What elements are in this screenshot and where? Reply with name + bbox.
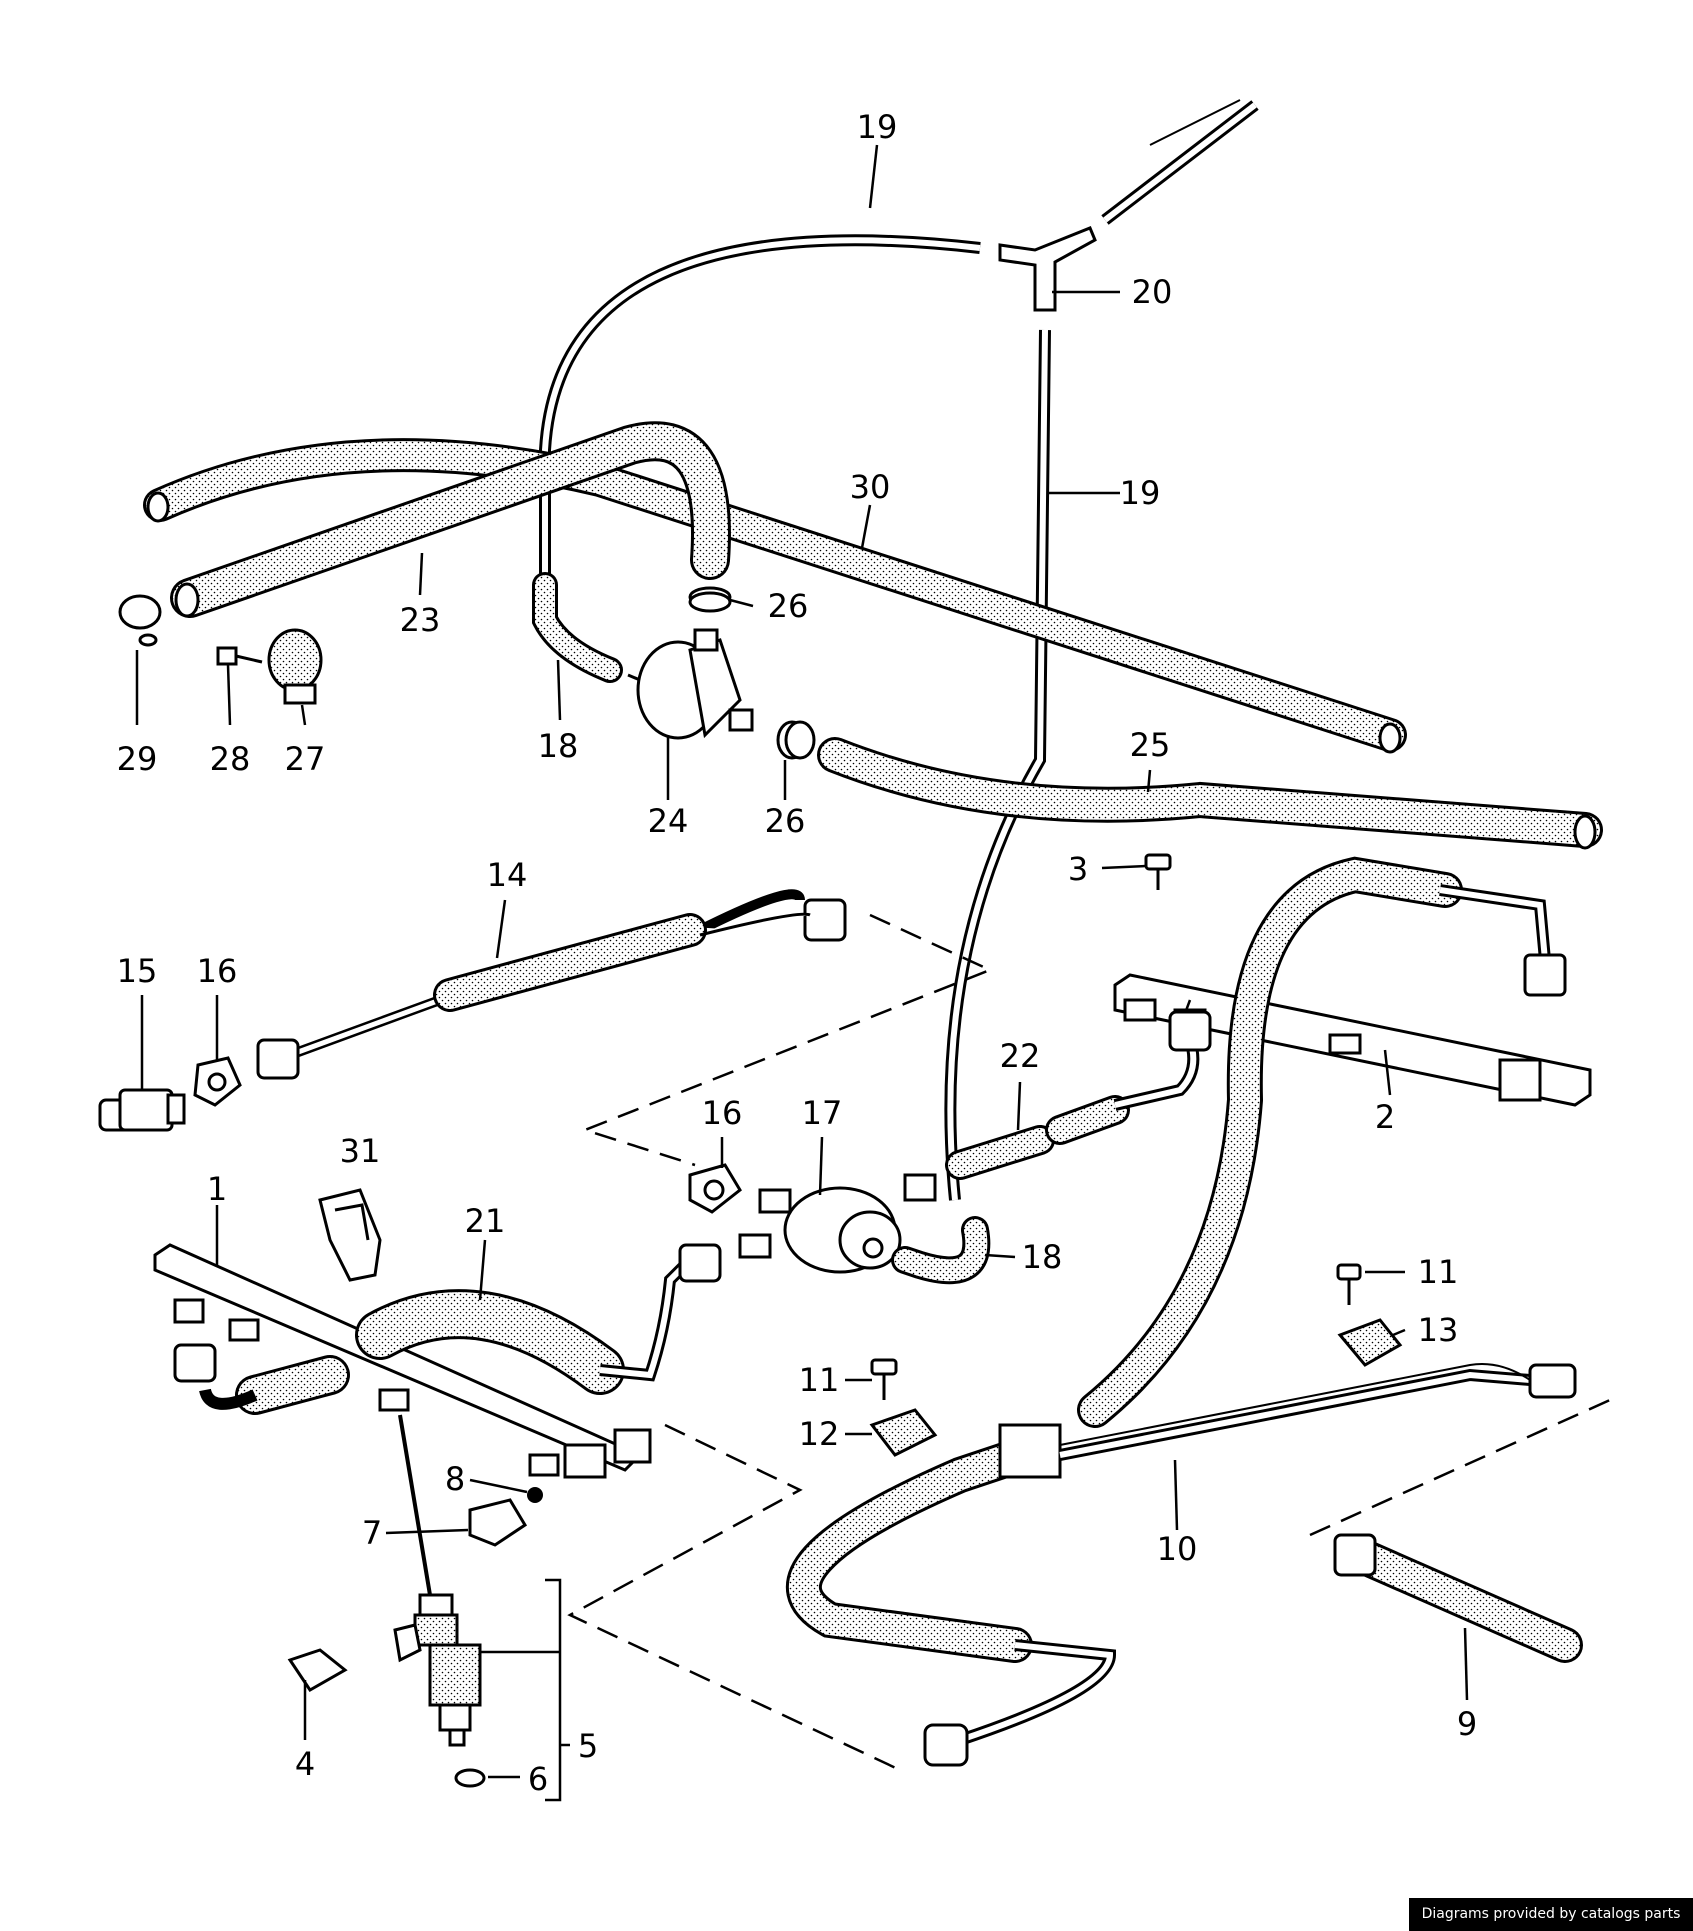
bolt-11-center: [870, 1358, 898, 1400]
callout-3: 3: [1068, 850, 1088, 888]
callout-21: 21: [465, 1202, 506, 1240]
hose-18-lower: [891, 1216, 991, 1285]
ball-8: [527, 1487, 543, 1503]
callout-28: 28: [210, 740, 251, 778]
pipe-21: [599, 1243, 722, 1382]
callout-22: 22: [1000, 1037, 1041, 1075]
callout-27: 27: [285, 740, 326, 778]
clamp-12: [869, 1408, 938, 1457]
callout-24: 24: [648, 802, 689, 840]
pipe-left: [173, 1343, 350, 1415]
fuel-line-9: [1333, 1533, 1583, 1663]
credit-banner: Diagrams provided by catalogs parts: [1409, 1898, 1693, 1931]
pressure-regulator-17: [738, 1173, 937, 1274]
leader-lines: [135, 144, 1469, 1779]
cap-7: [468, 1498, 528, 1547]
clamp-13: [1337, 1318, 1403, 1367]
fuel-injector-5: [393, 1414, 482, 1747]
callout-17: 17: [802, 1094, 843, 1132]
callout-13: 13: [1418, 1311, 1459, 1349]
nut-16-left: [193, 1056, 242, 1107]
hose-25: [817, 737, 1603, 850]
callout-18-upper: 18: [538, 727, 579, 765]
callout-11-center: 11: [799, 1361, 840, 1399]
callout-18-lower: 18: [1022, 1238, 1063, 1276]
t-junction: [998, 1423, 1062, 1479]
fuel-line-10: [1058, 1363, 1577, 1461]
callout-2: 2: [1375, 1098, 1395, 1136]
t-piece-20: [998, 226, 1097, 312]
fuel-line-14-nuts: [256, 898, 847, 1080]
hose-18-upper: [532, 572, 623, 683]
o-ring-6: [454, 1768, 486, 1788]
bracket-27: [267, 628, 323, 705]
callout-6: 6: [528, 1760, 548, 1798]
callout-12: 12: [799, 1415, 840, 1453]
hose-23: [170, 421, 731, 618]
callout-7: 7: [362, 1514, 382, 1552]
callout-10: 10: [1157, 1530, 1198, 1568]
callout-29: 29: [117, 740, 158, 778]
hose-10-pipe-top: [1439, 884, 1567, 997]
hose-10-pipe-lower: [923, 1639, 1117, 1767]
callout-23: 23: [400, 601, 441, 639]
callout-1: 1: [207, 1170, 227, 1208]
clamp-26-top: [688, 586, 732, 613]
hose-21: [355, 1289, 625, 1395]
callout-30: 30: [850, 468, 891, 506]
hose-10-lower: [785, 1437, 1038, 1663]
callout-15: 15: [117, 952, 158, 990]
vacuum-line-19-upper: [539, 234, 981, 575]
callout-26-top: 26: [768, 587, 809, 625]
fuel-rail-1: [153, 1243, 652, 1479]
fitting-15: [98, 1088, 186, 1132]
callout-4: 4: [295, 1745, 315, 1783]
nut-16-center: [688, 1163, 742, 1214]
clamp-26-lower: [776, 720, 816, 760]
fuel-line-14-hose: [433, 913, 707, 1012]
callout-20: 20: [1132, 273, 1173, 311]
callout-16-left: 16: [197, 952, 238, 990]
callout-labels: 1 2 3 4 5 6 7 8 9 10 11 11 12 13 14 15 1…: [117, 108, 1478, 1798]
bracket-5: [480, 1578, 570, 1802]
hose-22: [945, 1095, 1130, 1180]
callout-16-center: 16: [702, 1094, 743, 1132]
bolt-28: [216, 646, 263, 666]
pressure-regulator-24: [627, 628, 754, 740]
clip-4: [287, 1648, 348, 1692]
callout-25: 25: [1130, 726, 1171, 764]
callout-19-middle: 19: [1120, 474, 1161, 512]
callout-26-lower: 26: [765, 802, 806, 840]
callout-31: 31: [340, 1132, 381, 1170]
callout-14: 14: [487, 856, 528, 894]
callout-11-right: 11: [1418, 1253, 1459, 1291]
callout-9: 9: [1457, 1705, 1477, 1743]
hose-10-vertical: [1077, 856, 1463, 1428]
clamp-29: [118, 594, 162, 647]
clip-31: [318, 1188, 382, 1282]
bolt-11-right: [1336, 1263, 1362, 1305]
vacuum-line-top-right: [1101, 99, 1259, 225]
callout-19-top: 19: [857, 108, 898, 146]
callout-5: 5: [578, 1727, 598, 1765]
bolt-3: [1144, 853, 1172, 890]
callout-8: 8: [445, 1460, 465, 1498]
pipe-22: [1113, 1010, 1212, 1111]
